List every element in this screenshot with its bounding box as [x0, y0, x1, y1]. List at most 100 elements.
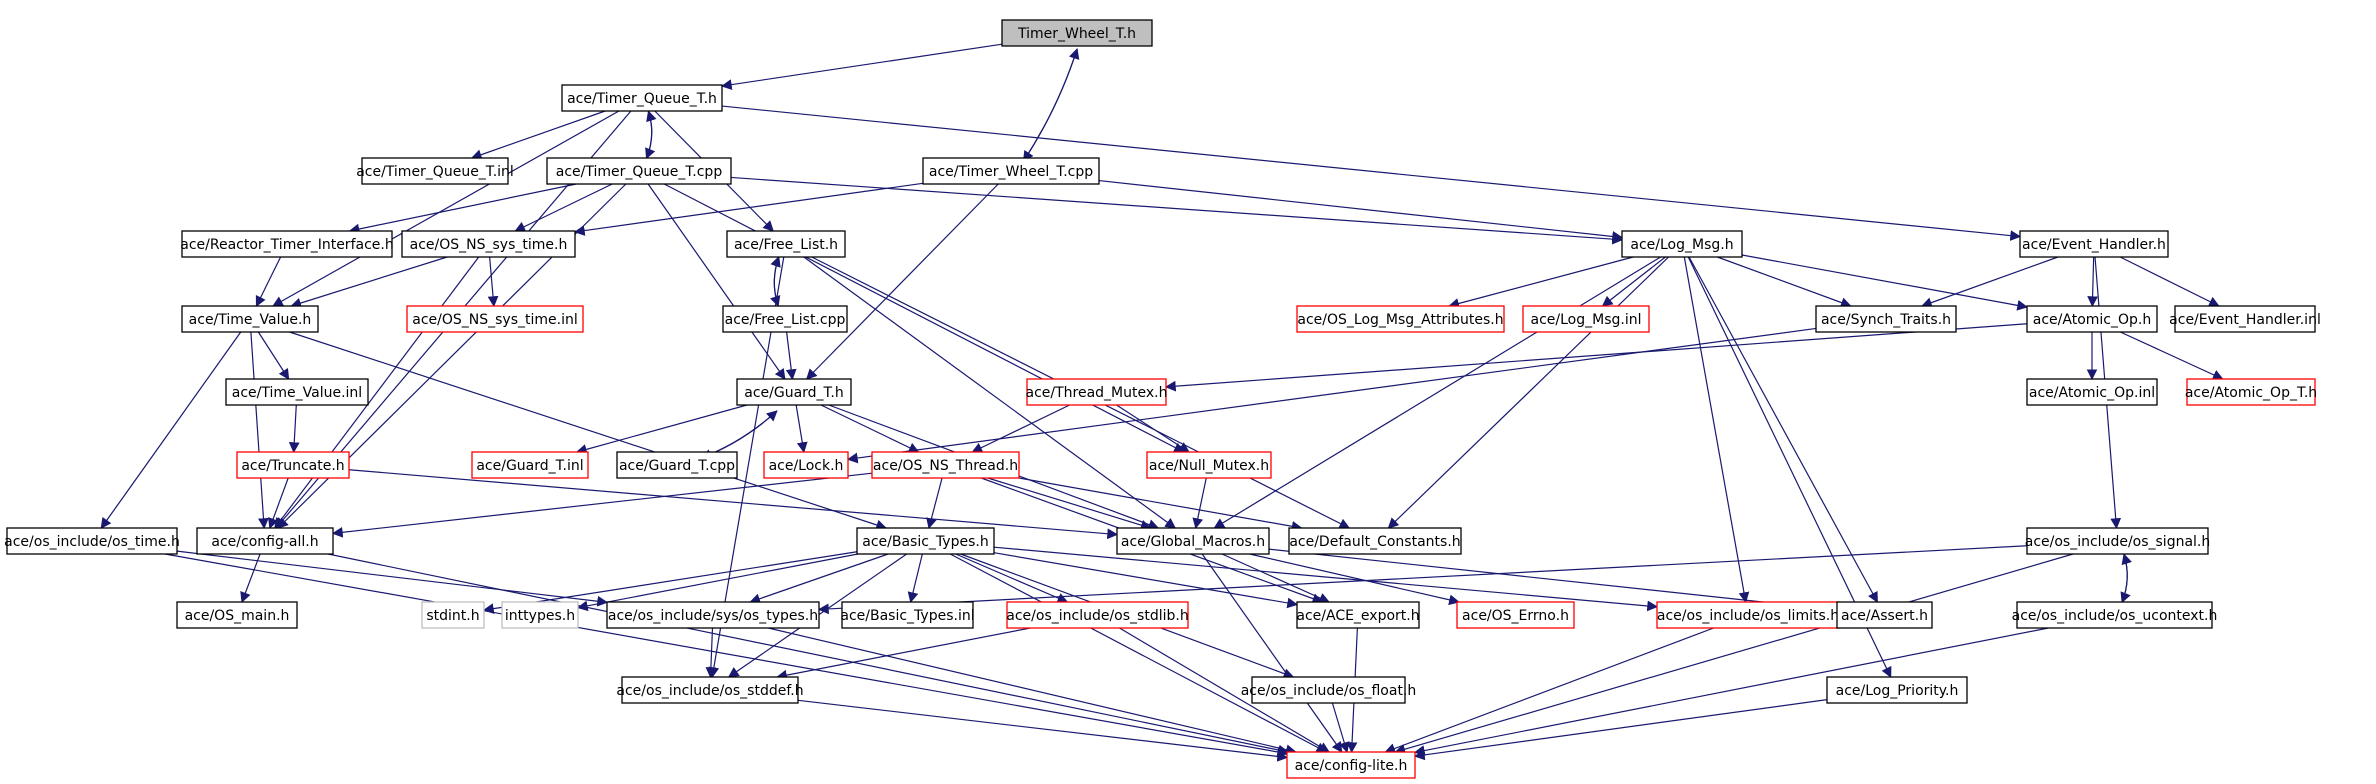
node-label: ace/OS_main.h	[185, 608, 290, 624]
node-box	[922, 157, 1100, 185]
node-ace-event-handler-inl[interactable]: ace/Event_Handler.inl	[2169, 305, 2321, 333]
node-ace-os-include-sys-os-types-h[interactable]: ace/os_include/sys/os_types.h	[606, 601, 820, 629]
node-ace-lock-h[interactable]: ace/Lock.h	[763, 451, 849, 479]
node-ace-free-list-cpp[interactable]: ace/Free_List.cpp	[722, 305, 848, 333]
node-label: ace/Basic_Types.inl	[840, 608, 974, 624]
node-ace-os-include-os-time-h[interactable]: ace/os_include/os_time.h	[4, 527, 180, 555]
edge-n8-n14	[1601, 256, 1666, 307]
node-inttypes-h[interactable]: inttypes.h	[501, 601, 579, 629]
node-ace-guard-t-cpp[interactable]: ace/Guard_T.cpp	[616, 451, 738, 479]
node-label: Timer_Wheel_T.h	[1017, 26, 1136, 42]
node-box	[1826, 676, 1968, 704]
edge-n32-n42	[1249, 553, 1460, 606]
node-ace-synch-traits-h[interactable]: ace/Synch_Traits.h	[1815, 305, 1957, 333]
node-ace-truncate-h[interactable]: ace/Truncate.h	[236, 451, 350, 479]
edge-n30-n35	[240, 553, 261, 604]
node-ace-atomic-op-t-h[interactable]: ace/Atomic_Op_T.h	[2185, 378, 2317, 406]
edge-n10-n18	[257, 331, 290, 380]
node-ace-os-log-msg-attributes-h[interactable]: ace/OS_Log_Msg_Attributes.h	[1296, 305, 1505, 333]
node-box	[471, 451, 589, 479]
node-ace-default-constants-h[interactable]: ace/Default_Constants.h	[1288, 527, 1462, 555]
node-ace-null-mutex-h[interactable]: ace/Null_Mutex.h	[1146, 451, 1272, 479]
node-label: ace/Basic_Types.h	[862, 534, 988, 550]
node-ace-atomic-op-h[interactable]: ace/Atomic_Op.h	[2026, 305, 2158, 333]
node-ace-os-include-os-stdlib-h[interactable]: ace/os_include/os_stdlib.h	[1006, 601, 1189, 629]
node-ace-guard-t-h[interactable]: ace/Guard_T.h	[736, 378, 852, 406]
node-ace-ace-export-h[interactable]: ace/ACE_export.h	[1296, 601, 1420, 629]
node-box	[1001, 19, 1153, 47]
node-ace-time-value-inl[interactable]: ace/Time_Value.inl	[225, 378, 369, 406]
node-ace-log-priority-h[interactable]: ace/Log_Priority.h	[1826, 676, 1968, 704]
edge-n1-n10	[272, 110, 620, 307]
edge-n4-n8	[1098, 179, 1624, 242]
node-ace-os-include-os-limits-h[interactable]: ace/os_include/os_limits.h	[1656, 601, 1840, 629]
node-ace-basic-types-inl[interactable]: ace/Basic_Types.inl	[840, 601, 975, 629]
node-label: ace/OS_NS_sys_time.inl	[412, 312, 577, 328]
node-label: ace/OS_NS_Thread.h	[873, 458, 1018, 474]
edge-n31-n40	[955, 553, 1069, 604]
node-ace-config-all-h[interactable]: ace/config-all.h	[196, 527, 334, 555]
node-ace-global-macros-h[interactable]: ace/Global_Macros.h	[1116, 527, 1270, 555]
node-box	[871, 451, 1020, 479]
edge-n8-n16	[1741, 254, 2029, 311]
edge-n8-n33	[1387, 256, 1669, 529]
node-box	[181, 305, 319, 333]
node-box	[501, 601, 579, 629]
node-ace-free-list-h[interactable]: ace/Free_List.h	[726, 230, 846, 258]
node-ace-os-include-os-stddef-h[interactable]: ace/os_include/os_stddef.h	[616, 676, 804, 704]
node-ace-atomic-op-inl[interactable]: ace/Atomic_Op.inl	[2026, 378, 2158, 406]
edge-n23-n32	[348, 469, 1119, 540]
node-ace-timer-queue-t-h[interactable]: ace/Timer_Queue_T.h	[561, 84, 723, 112]
node-ace-timer-queue-t-inl[interactable]: ace/Timer_Queue_T.inl	[356, 157, 514, 185]
node-ace-thread-mutex-h[interactable]: ace/Thread_Mutex.h	[1026, 378, 1168, 406]
node-box	[401, 230, 576, 258]
node-stdint-h[interactable]: stdint.h	[421, 601, 485, 629]
node-label: ace/os_include/os_time.h	[4, 534, 180, 550]
node-label: ace/os_include/os_float.h	[1241, 683, 1417, 699]
node-ace-guard-t-inl[interactable]: ace/Guard_T.inl	[471, 451, 589, 479]
node-box	[2174, 305, 2316, 333]
node-ace-os-ns-sys-time-h[interactable]: ace/OS_NS_sys_time.h	[401, 230, 576, 258]
edge-n6-n10	[290, 256, 448, 309]
node-ace-config-lite-h[interactable]: ace/config-lite.h	[1286, 751, 1416, 779]
node-label: ace/Free_List.h	[734, 237, 838, 253]
node-label: ace/Time_Value.h	[189, 312, 312, 328]
node-box	[6, 527, 178, 555]
node-ace-timer-queue-t-cpp[interactable]: ace/Timer_Queue_T.cpp	[546, 157, 732, 185]
edge-n19-n27	[820, 404, 920, 453]
node-ace-assert-h[interactable]: ace/Assert.h	[1836, 601, 1933, 629]
node-ace-os-include-os-ucontext-h[interactable]: ace/os_include/os_ucontext.h	[2012, 601, 2218, 629]
edge-n3-n5	[348, 183, 577, 235]
edge-n6-n30	[274, 256, 480, 529]
node-ace-os-errno-h[interactable]: ace/OS_Errno.h	[1456, 601, 1575, 629]
node-ace-os-include-os-float-h[interactable]: ace/os_include/os_float.h	[1241, 676, 1417, 704]
edge-n7-n32	[803, 256, 1177, 529]
node-ace-time-value-h[interactable]: ace/Time_Value.h	[181, 305, 319, 333]
node-ace-log-msg-h[interactable]: ace/Log_Msg.h	[1621, 230, 1743, 258]
edge-n8-n43	[1683, 256, 1750, 604]
edge-n27-n30	[331, 472, 873, 538]
edge-n31-n37	[576, 553, 858, 612]
node-label: ace/Event_Handler.inl	[2169, 312, 2321, 328]
edge-n45-n49	[1413, 627, 2049, 756]
node-label: ace/os_include/os_stddef.h	[616, 683, 803, 699]
node-ace-os-main-h[interactable]: ace/OS_main.h	[176, 601, 298, 629]
node-box	[196, 527, 334, 555]
node-ace-event-handler-h[interactable]: ace/Event_Handler.h	[2019, 230, 2169, 258]
node-box	[1026, 378, 1167, 406]
node-ace-timer-wheel-t-cpp[interactable]: ace/Timer_Wheel_T.cpp	[922, 157, 1100, 185]
node-box	[726, 230, 846, 258]
node-ace-os-include-os-signal-h[interactable]: ace/os_include/os_signal.h	[2025, 527, 2211, 555]
node-timer-wheel-t-h[interactable]: Timer_Wheel_T.h	[1001, 19, 1153, 47]
edge-n27-n31	[926, 477, 943, 530]
node-ace-os-ns-thread-h[interactable]: ace/OS_NS_Thread.h	[871, 451, 1020, 479]
node-box	[2026, 378, 2158, 406]
edge-n25-n19	[701, 410, 778, 459]
edge-n43-n49	[1384, 627, 1714, 754]
edge-n1-n2	[470, 110, 606, 160]
node-ace-os-ns-sys-time-inl[interactable]: ace/OS_NS_sys_time.inl	[406, 305, 584, 333]
node-ace-reactor-timer-interface-h[interactable]: ace/Reactor_Timer_Interface.h	[180, 230, 394, 258]
node-label: ace/Null_Mutex.h	[1149, 458, 1269, 474]
node-ace-log-msg-inl[interactable]: ace/Log_Msg.inl	[1522, 305, 1650, 333]
node-ace-basic-types-h[interactable]: ace/Basic_Types.h	[856, 527, 995, 555]
